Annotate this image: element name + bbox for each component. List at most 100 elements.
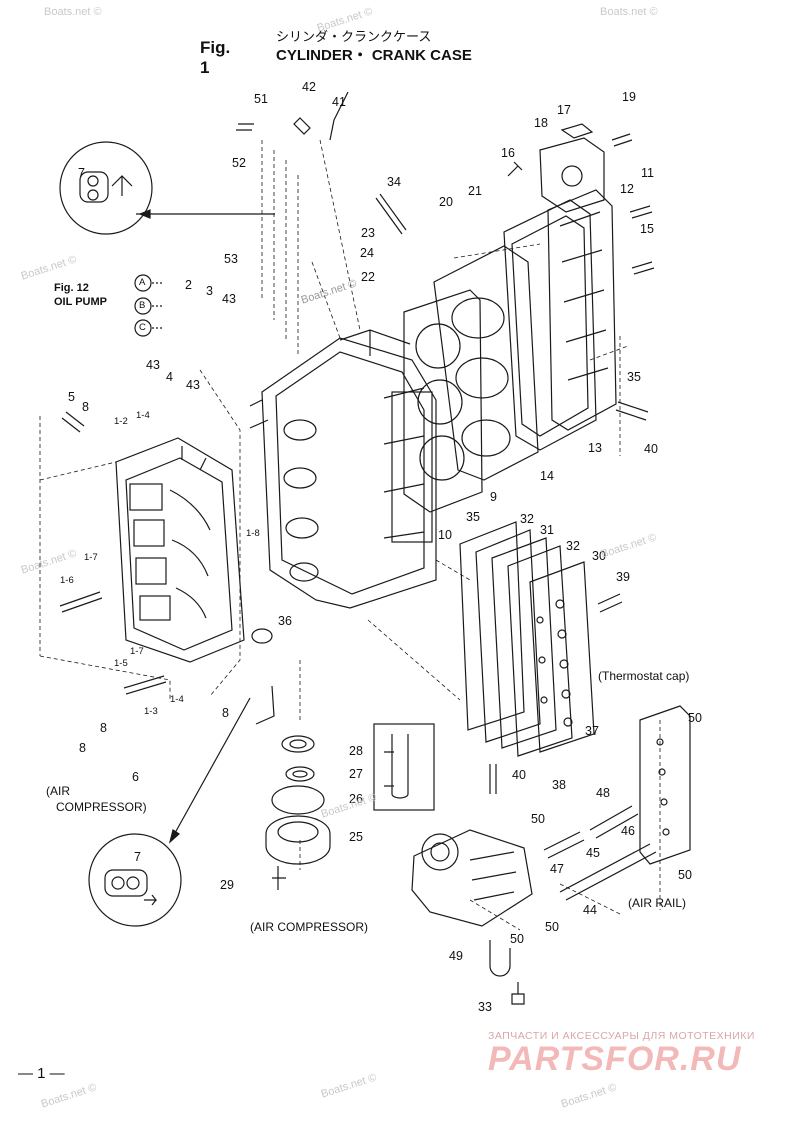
part-label: 35 — [466, 510, 480, 524]
part-label: 50 — [531, 812, 545, 826]
air-compressor — [411, 829, 533, 1005]
part-label: 36 — [278, 614, 292, 628]
part-label: 1-6 — [60, 575, 74, 586]
part-label: 49 — [449, 949, 463, 963]
figure-title-japanese: シリンダ・クランクケース — [276, 29, 432, 44]
part-label: 30 — [592, 549, 606, 563]
seal-stack — [251, 628, 331, 865]
part-label: 26 — [349, 792, 363, 806]
part-label: 38 — [552, 778, 566, 792]
part-label: 8 — [100, 721, 107, 735]
part-label: 27 — [349, 767, 363, 781]
part-label: 18 — [534, 116, 548, 130]
part-label: 3 — [206, 284, 213, 298]
part-label: 24 — [360, 246, 374, 260]
part-label: 1-8 — [246, 528, 260, 539]
part-label: 15 — [640, 222, 654, 236]
part-label: 25 — [349, 830, 363, 844]
part-label: 8 — [82, 400, 89, 414]
thermostat-cover — [539, 123, 605, 213]
part-label: 53 — [224, 252, 238, 266]
figure-title: CYLINDER・ CRANK CASE — [276, 47, 472, 64]
oil-pump-figure-ref: Fig. 12 — [54, 282, 89, 294]
oil-pump-letter-a: A — [139, 277, 146, 288]
part-label: 50 — [510, 932, 524, 946]
part-label: 28 — [349, 744, 363, 758]
part-label: 40 — [644, 442, 658, 456]
oil-pump-circle-c — [134, 319, 152, 337]
thermostat-cap-caption: (Thermostat cap) — [598, 669, 690, 683]
part-label: 43 — [186, 378, 200, 392]
part-label: 1-7 — [130, 646, 144, 657]
part-label: 22 — [361, 270, 375, 284]
part-label: 32 — [520, 512, 534, 526]
crankcase-block — [115, 437, 245, 663]
watermark: Boats.net © — [600, 6, 658, 18]
part-label: 33 — [478, 1000, 492, 1014]
part-label: 10 — [438, 528, 452, 542]
part-label: 23 — [361, 226, 375, 240]
part-label: 7 — [134, 850, 141, 864]
exhaust-cover-plates — [459, 521, 595, 757]
part-label: 1-4 — [136, 410, 150, 421]
part-label: 16 — [501, 146, 515, 160]
part-label: 51 — [254, 92, 268, 106]
part-label: 47 — [550, 862, 564, 876]
brand-watermark: ЗАПЧАСТИ И АКСЕССУАРЫ ДЛЯ МОТОТЕХНИКИ PA… — [488, 1030, 755, 1079]
part-label: 17 — [557, 103, 571, 117]
head-gasket — [403, 289, 483, 513]
part-label: 39 — [616, 570, 630, 584]
part-label: 35 — [627, 370, 641, 384]
part-label: 1-5 — [114, 658, 128, 669]
part-label: 1-7 — [84, 552, 98, 563]
part-label: 44 — [583, 903, 597, 917]
part-label: 48 — [596, 786, 610, 800]
figure-number: Fig. 1 — [200, 38, 231, 77]
part-label: 8 — [79, 741, 86, 755]
part-label: 21 — [468, 184, 482, 198]
part-label: 4 — [166, 370, 173, 384]
part-label: 50 — [545, 920, 559, 934]
air-rail — [543, 705, 691, 901]
part-label: 1-3 — [144, 706, 158, 717]
part-label: 11 — [641, 166, 654, 180]
head-cover-gaskets — [503, 189, 617, 451]
leader-arrow-bottom — [169, 697, 251, 843]
part-label: 8 — [222, 706, 229, 720]
part-label: 1-2 — [114, 416, 128, 427]
cylinder-head — [433, 245, 539, 481]
inset-box — [373, 723, 435, 811]
detail-zoom-circle-bottom — [88, 833, 182, 927]
part-label: 9 — [490, 490, 497, 504]
part-label: 41 — [332, 95, 346, 109]
part-label: 42 — [302, 80, 316, 94]
part-label: 37 — [585, 724, 599, 738]
air-compressor-main-caption: (AIR COMPRESSOR) — [250, 920, 369, 934]
part-label: 13 — [588, 441, 602, 455]
detail-zoom-circle-top — [59, 141, 153, 235]
part-label: 46 — [621, 824, 635, 838]
part-label: 31 — [540, 523, 554, 537]
cylinder-block — [249, 329, 437, 609]
oil-pump-letter-b: B — [139, 300, 146, 311]
fasteners — [59, 91, 655, 890]
watermark: Boats.net © — [44, 6, 102, 18]
part-label: 40 — [512, 768, 526, 782]
part-label: 2 — [185, 278, 192, 292]
brand-tagline: ЗАПЧАСТИ И АКСЕССУАРЫ ДЛЯ МОТОТЕХНИКИ — [488, 1030, 755, 1042]
part-label: 7 — [78, 166, 85, 180]
part-label: 50 — [688, 711, 702, 725]
part-label: 34 — [387, 175, 401, 189]
part-label: 50 — [678, 868, 692, 882]
part-label: 43 — [222, 292, 236, 306]
part-label: 52 — [232, 156, 246, 170]
leader-lines — [39, 139, 661, 931]
brand-logo: PARTSFOR.RU — [488, 1040, 742, 1078]
part-label: 5 — [68, 390, 75, 404]
oil-pump-circle-b — [134, 297, 152, 315]
part-label: 12 — [620, 182, 634, 196]
part-label: 14 — [540, 469, 554, 483]
part-label: 32 — [566, 539, 580, 553]
oil-pump-caption: OIL PUMP — [54, 296, 107, 308]
